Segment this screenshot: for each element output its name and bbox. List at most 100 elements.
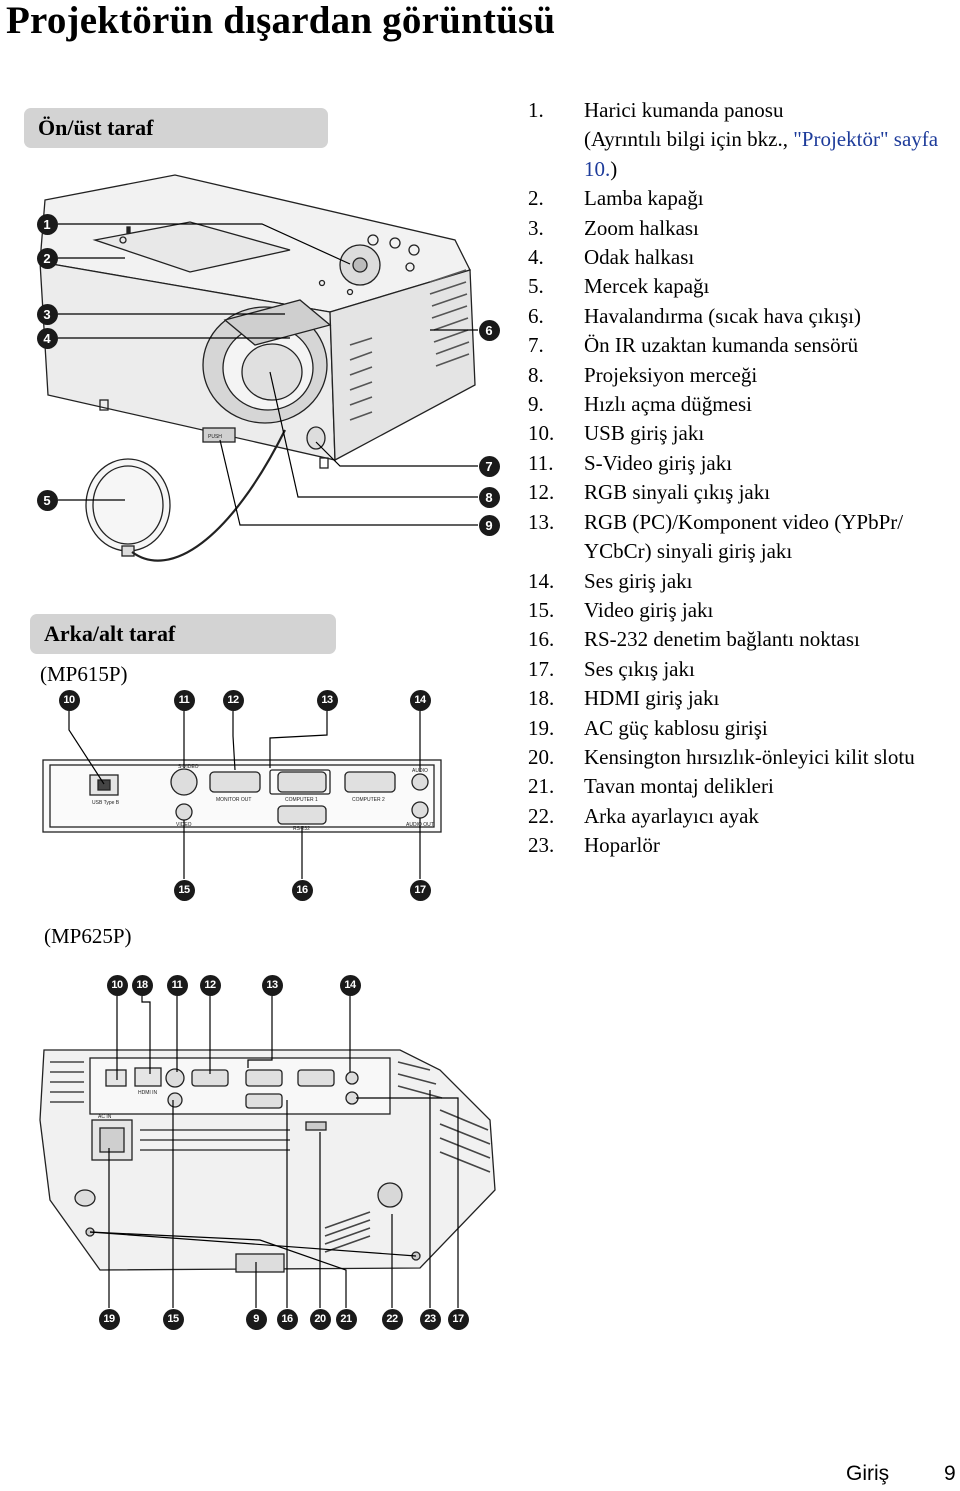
back-section-heading: Arka/alt taraf <box>30 614 336 654</box>
callout-mp625p-23: 23 <box>419 1308 441 1330</box>
list-item-number: 5. <box>528 274 544 299</box>
callout-front-2: 2 <box>36 247 58 269</box>
list-item-text: Harici kumanda panosu <box>584 98 784 122</box>
list-item-text: Kensington hırsızlık-önleyici kilit slot… <box>584 744 915 769</box>
list-item-number: 14. <box>528 568 555 593</box>
list-item-text: Projeksiyon merceği <box>584 362 758 387</box>
footer-section-name: Giriş <box>846 1462 890 1485</box>
list-item-number: 6. <box>528 303 544 328</box>
list-item: 8. Projeksiyon merceği <box>528 361 948 390</box>
list-item-number: 15. <box>528 597 555 622</box>
list-item: 2. Lamba kapağı <box>528 184 948 213</box>
list-item: 21. Tavan montaj delikleri <box>528 772 948 801</box>
list-item-text: Tavan montaj delikleri <box>584 774 774 799</box>
list-item-text: USB giriş jakı <box>584 421 705 446</box>
panel-label-ac-in: AC IN <box>98 1114 112 1120</box>
list-item-number: 9. <box>528 392 544 417</box>
front-projector-drawing <box>39 174 476 562</box>
model-label-mp615p: (MP615P) <box>40 662 128 686</box>
panel-label-audio: AUDIO <box>412 768 428 774</box>
footer-page-number: 9 <box>944 1462 956 1485</box>
callout-mp615p-11: 11 <box>173 689 195 711</box>
list-item-text: Lamba kapağı <box>584 186 704 211</box>
callout-mp625p-11: 11 <box>166 974 188 996</box>
callout-mp625p-21: 21 <box>335 1308 357 1330</box>
panel-label-computer2: COMPUTER 2 <box>352 797 385 803</box>
list-item: 18. HDMI giriş jakı <box>528 684 948 713</box>
list-item-text: Havalandırma (sıcak hava çıkışı) <box>584 303 861 328</box>
projector-page-link[interactable]: "Projektör" sayfa 10. <box>584 127 939 181</box>
list-item-number: 8. <box>528 362 544 387</box>
callout-mp625p-16: 16 <box>276 1308 298 1330</box>
list-item-text: Odak halkası <box>584 245 695 270</box>
callout-mp625p-9: 9 <box>245 1308 267 1330</box>
list-item-text: AC güç kablosu girişi <box>584 715 768 740</box>
list-item-text: Ön IR uzaktan kumanda sensörü <box>584 333 859 358</box>
callout-mp615p-15: 15 <box>173 879 195 901</box>
list-item-number: 16. <box>528 627 555 652</box>
list-item: 19. AC güç kablosu girişi <box>528 714 948 743</box>
list-item-number: 21. <box>528 774 555 799</box>
panel-label-rs232: RS-232 <box>293 826 310 832</box>
panel-label-video: VIDEO <box>176 822 192 828</box>
list-item-number: 20. <box>528 744 555 769</box>
list-item-number: 17. <box>528 656 555 681</box>
callout-front-6: 6 <box>478 319 500 341</box>
panel-label-push: PUSH <box>208 434 222 440</box>
mp615p-rear-panel <box>42 759 442 833</box>
list-item-text: S-Video giriş jakı <box>584 450 733 475</box>
list-item-number: 11. <box>528 450 554 475</box>
callout-mp625p-20: 20 <box>309 1308 331 1330</box>
list-item: 3.Zoom halkası <box>528 214 948 243</box>
callout-front-4: 4 <box>36 327 58 349</box>
list-item: 6. Havalandırma (sıcak hava çıkışı) <box>528 302 948 331</box>
list-item: 17.Ses çıkış jakı <box>528 655 948 684</box>
list-item-text: Arka ayarlayıcı ayak <box>584 803 759 828</box>
list-item: 15. Video giriş jakı <box>528 596 948 625</box>
callout-front-1: 1 <box>36 213 58 235</box>
list-item-number: 13. <box>528 509 555 534</box>
panel-label-hdmi: HDMI IN <box>138 1090 158 1096</box>
parts-list: 1. Harici kumanda panosu (Ayrıntılı bilg… <box>528 96 948 861</box>
list-item-number: 10. <box>528 421 555 446</box>
list-item-text: Video giriş jakı <box>584 597 714 622</box>
list-item: 11. S-Video giriş jakı <box>528 449 948 478</box>
list-item-text: RGB (PC)/Komponent video (YPbPr/ YCbCr) … <box>584 509 904 564</box>
callout-mp615p-12: 12 <box>222 689 244 711</box>
list-item: 12.RGB sinyali çıkış jakı <box>528 478 948 507</box>
list-item-number: 19. <box>528 715 555 740</box>
list-item: 7. Ön IR uzaktan kumanda sensörü <box>528 331 948 360</box>
list-item-text: Hoparlör <box>584 833 660 858</box>
list-item: 10. USB giriş jakı <box>528 419 948 448</box>
list-item-number: 1. <box>528 98 544 122</box>
list-item: 9. Hızlı açma düğmesi <box>528 390 948 419</box>
callout-mp625p-14: 14 <box>339 974 361 996</box>
list-item: 16. RS-232 denetim bağlantı noktası <box>528 625 948 654</box>
list-item-text: Ses giriş jakı <box>584 568 693 593</box>
page-title: Projektörün dışardan görüntüsü <box>6 0 556 42</box>
callout-mp615p-17: 17 <box>409 879 431 901</box>
list-item-text: HDMI giriş jakı <box>584 686 720 711</box>
callout-mp625p-18: 18 <box>131 974 153 996</box>
list-item-number: 2. <box>528 186 544 211</box>
callout-mp625p-13: 13 <box>261 974 283 996</box>
callout-mp625p-10: 10 <box>106 974 128 996</box>
callout-mp615p-13: 13 <box>316 689 338 711</box>
list-item-number: 4. <box>528 245 544 270</box>
list-item: 23.Hoparlör <box>528 831 948 860</box>
callout-mp625p-17: 17 <box>447 1308 469 1330</box>
list-item-text: Zoom halkası <box>584 215 699 240</box>
list-item-note: (Ayrıntılı bilgi için bkz., <box>584 127 794 152</box>
list-item-number: 7. <box>528 333 544 358</box>
front-section-heading: Ön/üst taraf <box>24 108 328 148</box>
panel-label-computer1: COMPUTER 1 <box>285 797 318 803</box>
list-item-number: 12. <box>528 480 555 505</box>
list-item-text: Hızlı açma düğmesi <box>584 392 752 417</box>
list-item: 1. Harici kumanda panosu (Ayrıntılı bilg… <box>528 96 948 184</box>
list-item-text: RS-232 denetim bağlantı noktası <box>584 627 860 652</box>
callout-front-8: 8 <box>478 486 500 508</box>
callout-front-7: 7 <box>478 455 500 477</box>
panel-label-svideo: S-VIDEO <box>178 764 199 770</box>
list-item-number: 18. <box>528 686 555 711</box>
